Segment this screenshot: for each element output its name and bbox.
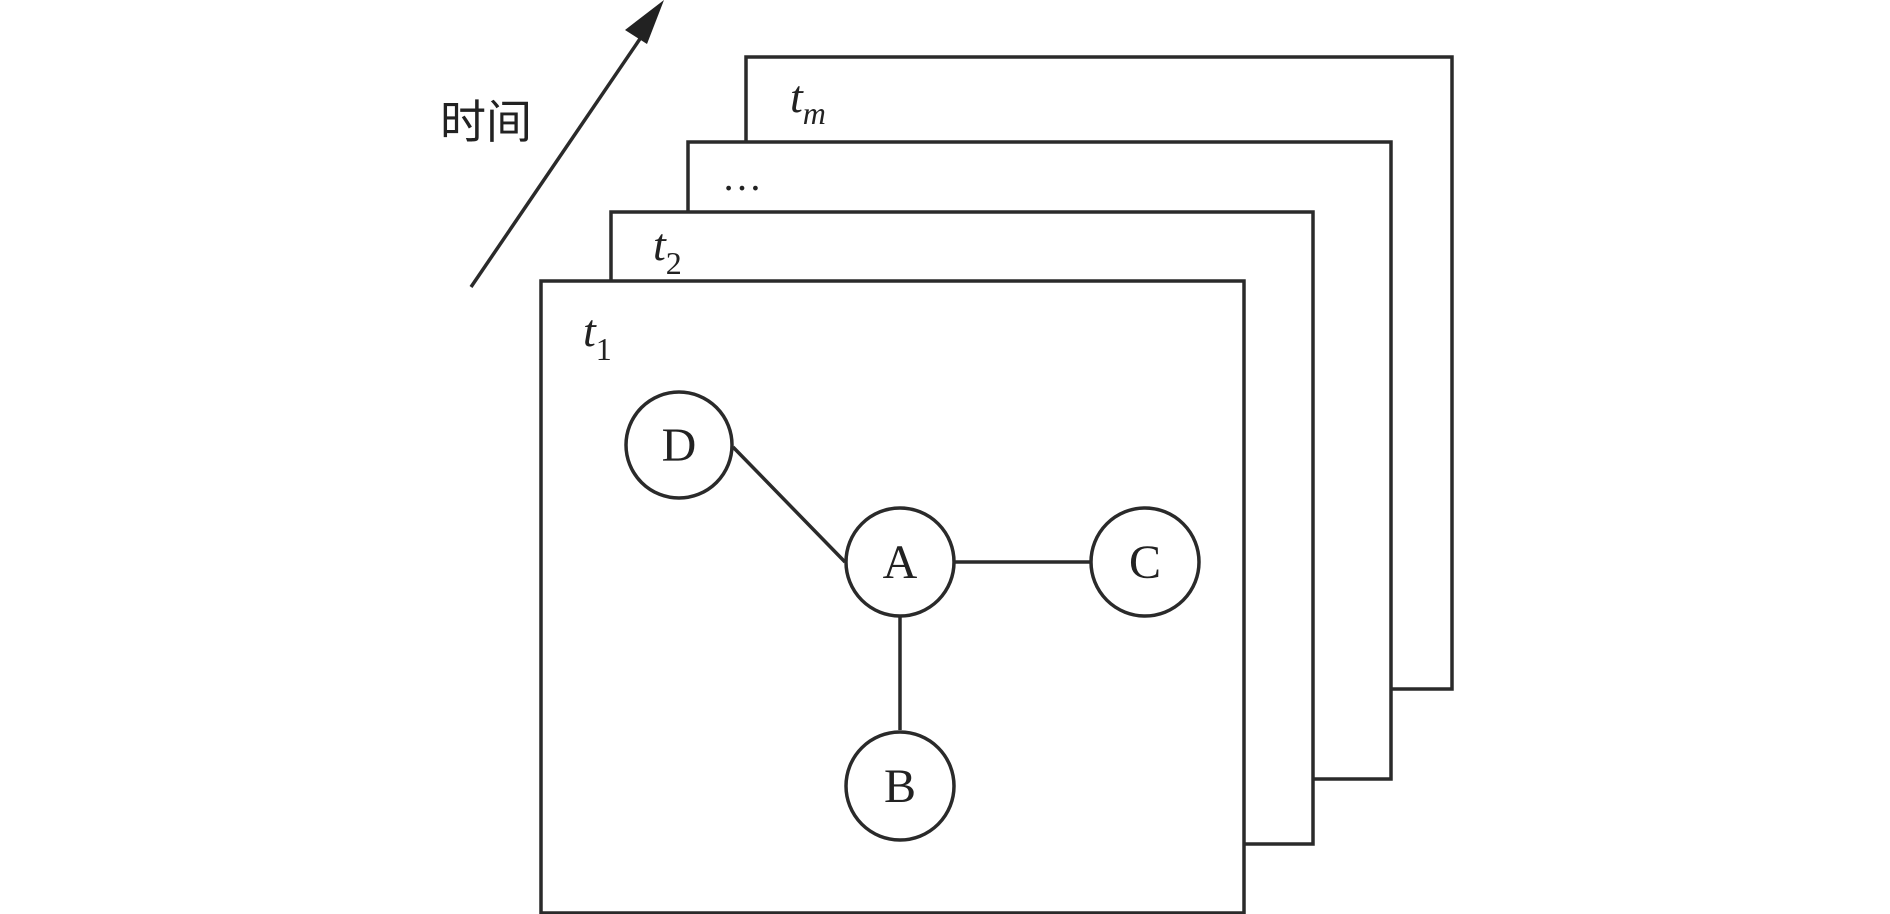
edge-a-d	[731, 445, 847, 564]
node-a-circle	[844, 506, 956, 618]
node-d: D	[624, 390, 734, 500]
frame-t1-base: t	[583, 305, 597, 356]
node-a-label: A	[883, 536, 918, 589]
frame-ellipsis-label: …	[722, 154, 762, 199]
node-c: C	[1089, 506, 1201, 618]
frame-t2-subscript: 2	[666, 245, 682, 281]
node-c-circle	[1089, 506, 1201, 618]
graph-nodes: D A C B	[624, 390, 1201, 842]
time-arrow-line	[469, 29, 648, 288]
frame-t1-subscript: 1	[596, 331, 612, 367]
frame-t1: t1 D A C B	[539, 279, 1246, 914]
frame-tm-label: tm	[790, 71, 826, 131]
time-axis-label: 时间	[440, 95, 532, 149]
graph-edges	[731, 445, 1090, 730]
node-c-label: C	[1129, 536, 1161, 589]
node-b-circle	[844, 730, 956, 842]
node-b: B	[844, 730, 956, 842]
node-a: A	[844, 506, 956, 618]
time-axis: 时间	[440, 0, 664, 288]
node-d-circle	[624, 390, 734, 500]
frame-tm-base: t	[790, 71, 804, 122]
node-b-label: B	[884, 760, 916, 813]
frame-tm-subscript: m	[803, 95, 826, 131]
frame-t2-label: t2	[653, 219, 682, 281]
node-d-label: D	[662, 419, 697, 472]
time-arrow-head	[625, 0, 664, 44]
frame-t1-label: t1	[583, 305, 612, 367]
frame-t2-base: t	[653, 219, 667, 270]
